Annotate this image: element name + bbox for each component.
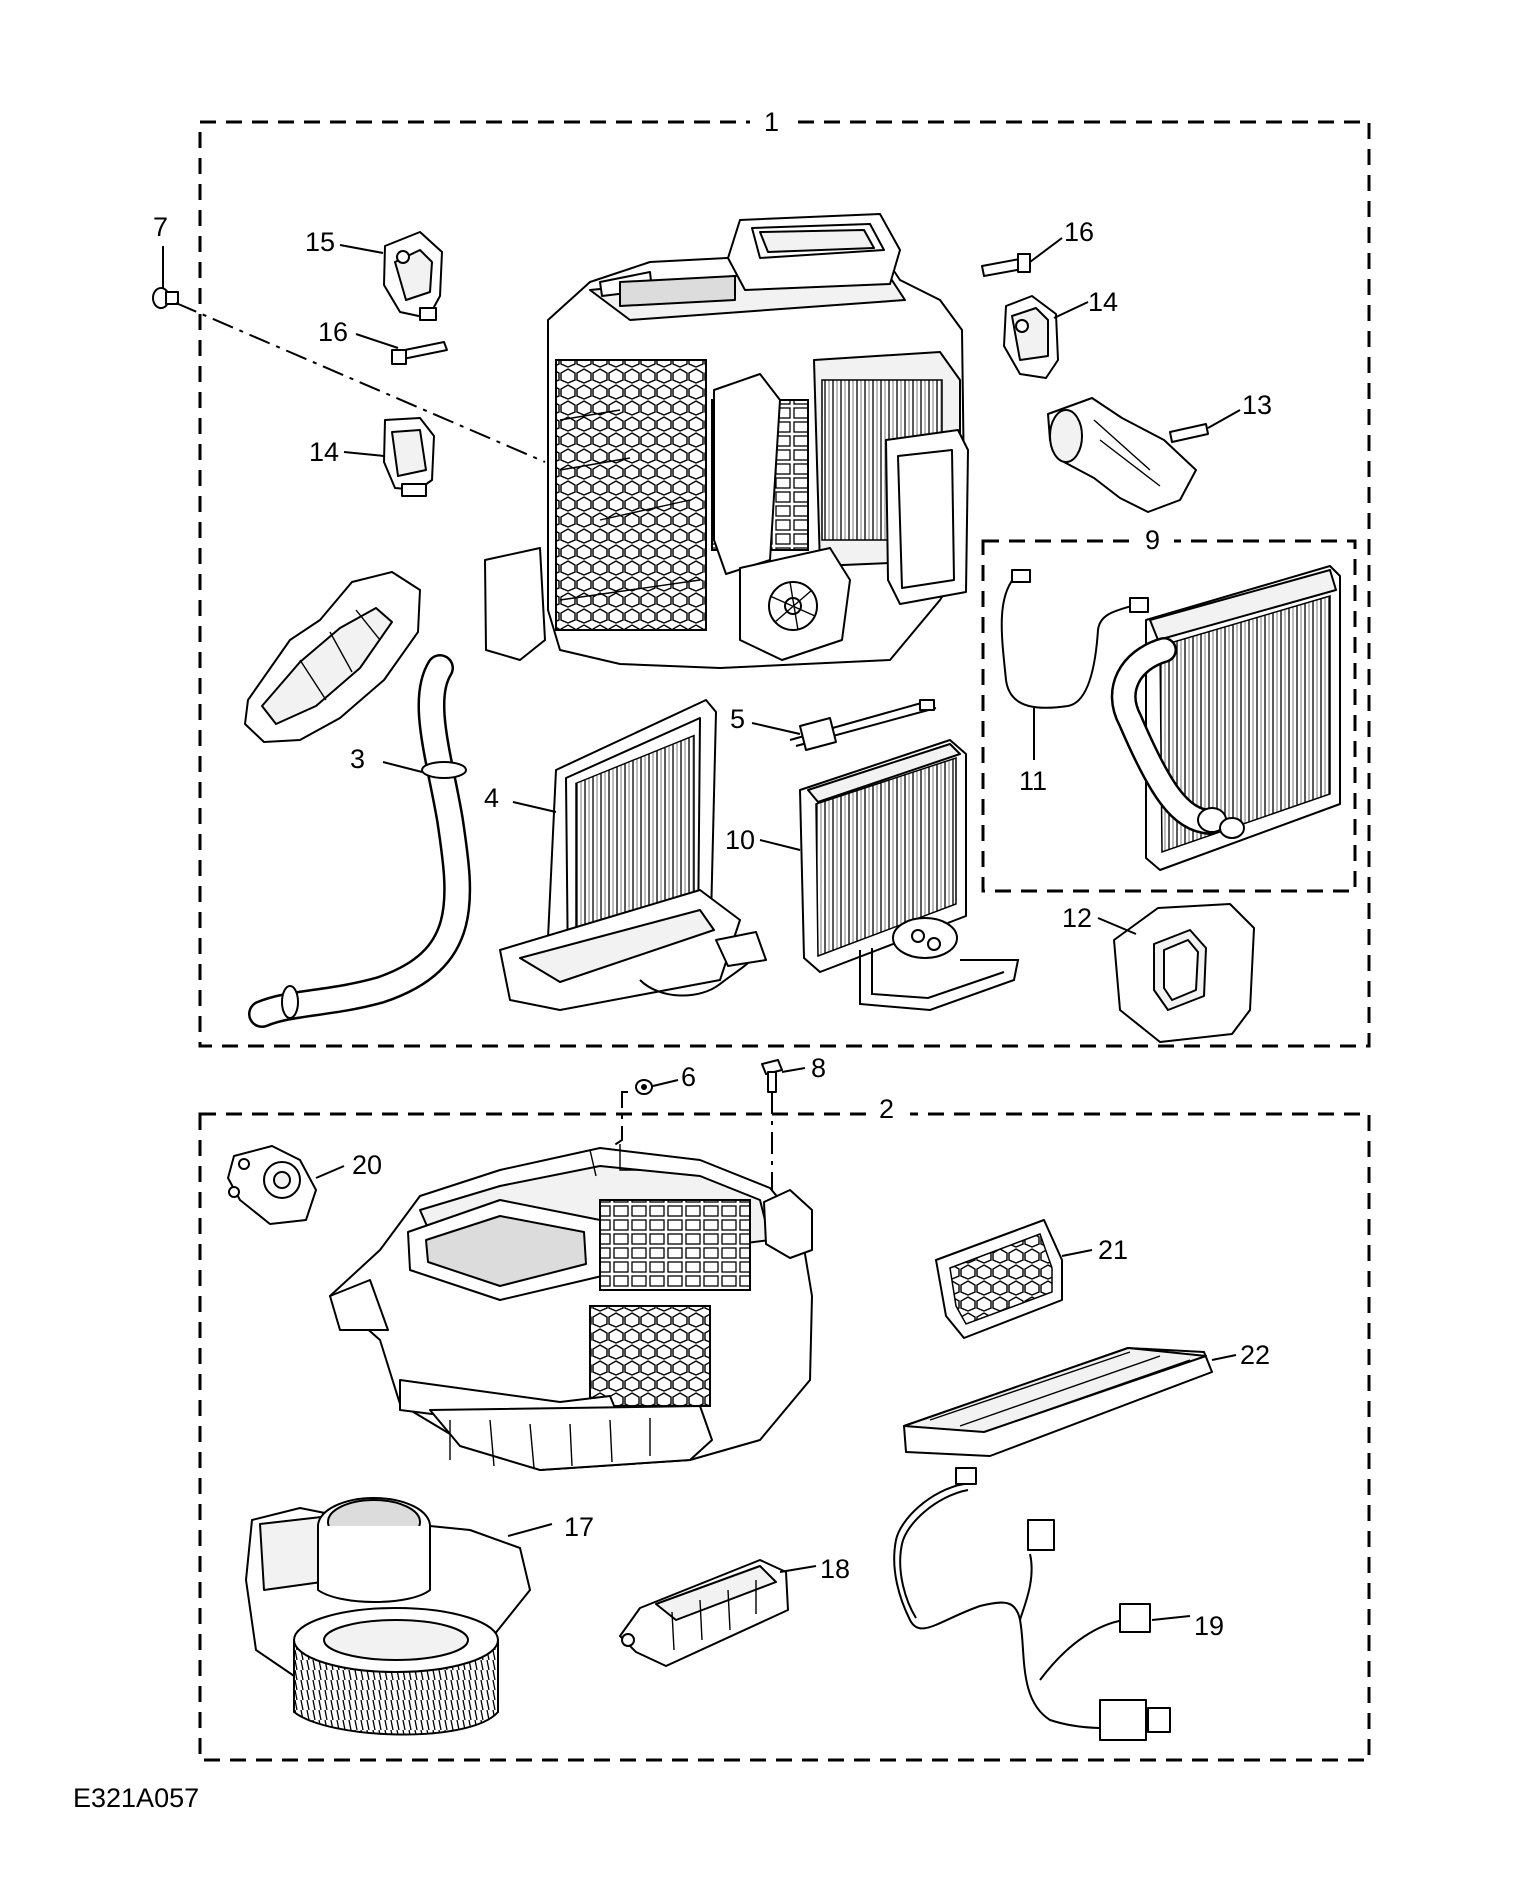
part-19-wiring-harness xyxy=(893,1467,1191,1741)
callout-5: 5 xyxy=(730,704,745,734)
callout-4: 4 xyxy=(484,783,499,813)
part-15-actuator xyxy=(339,231,443,321)
part-16-clip-right xyxy=(981,237,1063,277)
callout-16-right: 16 xyxy=(1064,217,1094,247)
callout-21: 21 xyxy=(1098,1235,1128,1265)
left-air-duct xyxy=(244,571,421,743)
part-13-clip xyxy=(1169,409,1241,443)
callout-7: 7 xyxy=(153,212,168,242)
part-17-blower-motor xyxy=(245,1497,553,1736)
part-6-nut xyxy=(609,1079,679,1149)
part-11-temperature-sensor-wire xyxy=(1000,569,1149,760)
callout-15: 15 xyxy=(305,227,335,257)
part-3-heater-hose xyxy=(248,654,472,1028)
callout-8: 8 xyxy=(811,1053,826,1083)
part-14-actuator-left xyxy=(343,417,435,497)
part-8-bolt xyxy=(761,1059,806,1196)
callout-labels: 1 2 3 4 5 6 7 8 9 10 11 12 13 14 14 15 1… xyxy=(73,107,1272,1813)
part-14-actuator-right xyxy=(1003,295,1089,379)
callout-2: 2 xyxy=(879,1094,894,1124)
part-12-seal xyxy=(1097,903,1255,1043)
part-18-blower-resistor xyxy=(619,1559,817,1667)
evaporator-kit-9-boundary xyxy=(981,520,1357,893)
callout-9: 9 xyxy=(1145,525,1160,555)
callout-11: 11 xyxy=(1019,766,1047,796)
part-5-sensor xyxy=(751,699,937,751)
callout-19: 19 xyxy=(1194,1611,1224,1641)
callout-17: 17 xyxy=(564,1512,594,1542)
hvac-main-housing xyxy=(484,213,969,669)
callout-6: 6 xyxy=(681,1062,696,1092)
duct-right xyxy=(1047,397,1197,513)
part-21-flap-door xyxy=(935,1219,1093,1339)
callout-3: 3 xyxy=(350,744,365,774)
assembly-1-boundary xyxy=(198,100,1371,1048)
part-16-clip-left xyxy=(355,333,448,365)
blower-housing xyxy=(329,1144,813,1471)
part-7-screw xyxy=(152,246,546,463)
part-4-heater-core xyxy=(499,699,767,1011)
callout-22: 22 xyxy=(1240,1340,1270,1370)
assembly-2-boundary xyxy=(198,1092,1371,1762)
callout-13: 13 xyxy=(1242,390,1272,420)
callout-12: 12 xyxy=(1062,903,1092,933)
diagram-id: E321A057 xyxy=(73,1783,199,1813)
part-9-evaporator-core xyxy=(1110,565,1341,871)
callout-1: 1 xyxy=(764,107,779,137)
part-20-actuator xyxy=(227,1145,345,1225)
callout-14-right: 14 xyxy=(1088,287,1118,317)
callout-16-left: 16 xyxy=(318,317,348,347)
part-22-cabin-filter xyxy=(903,1347,1237,1457)
callout-10: 10 xyxy=(725,825,755,855)
callout-20: 20 xyxy=(352,1150,382,1180)
callout-14-left: 14 xyxy=(309,437,339,467)
part-10-evaporator xyxy=(759,739,1020,1012)
callout-18: 18 xyxy=(820,1554,850,1584)
